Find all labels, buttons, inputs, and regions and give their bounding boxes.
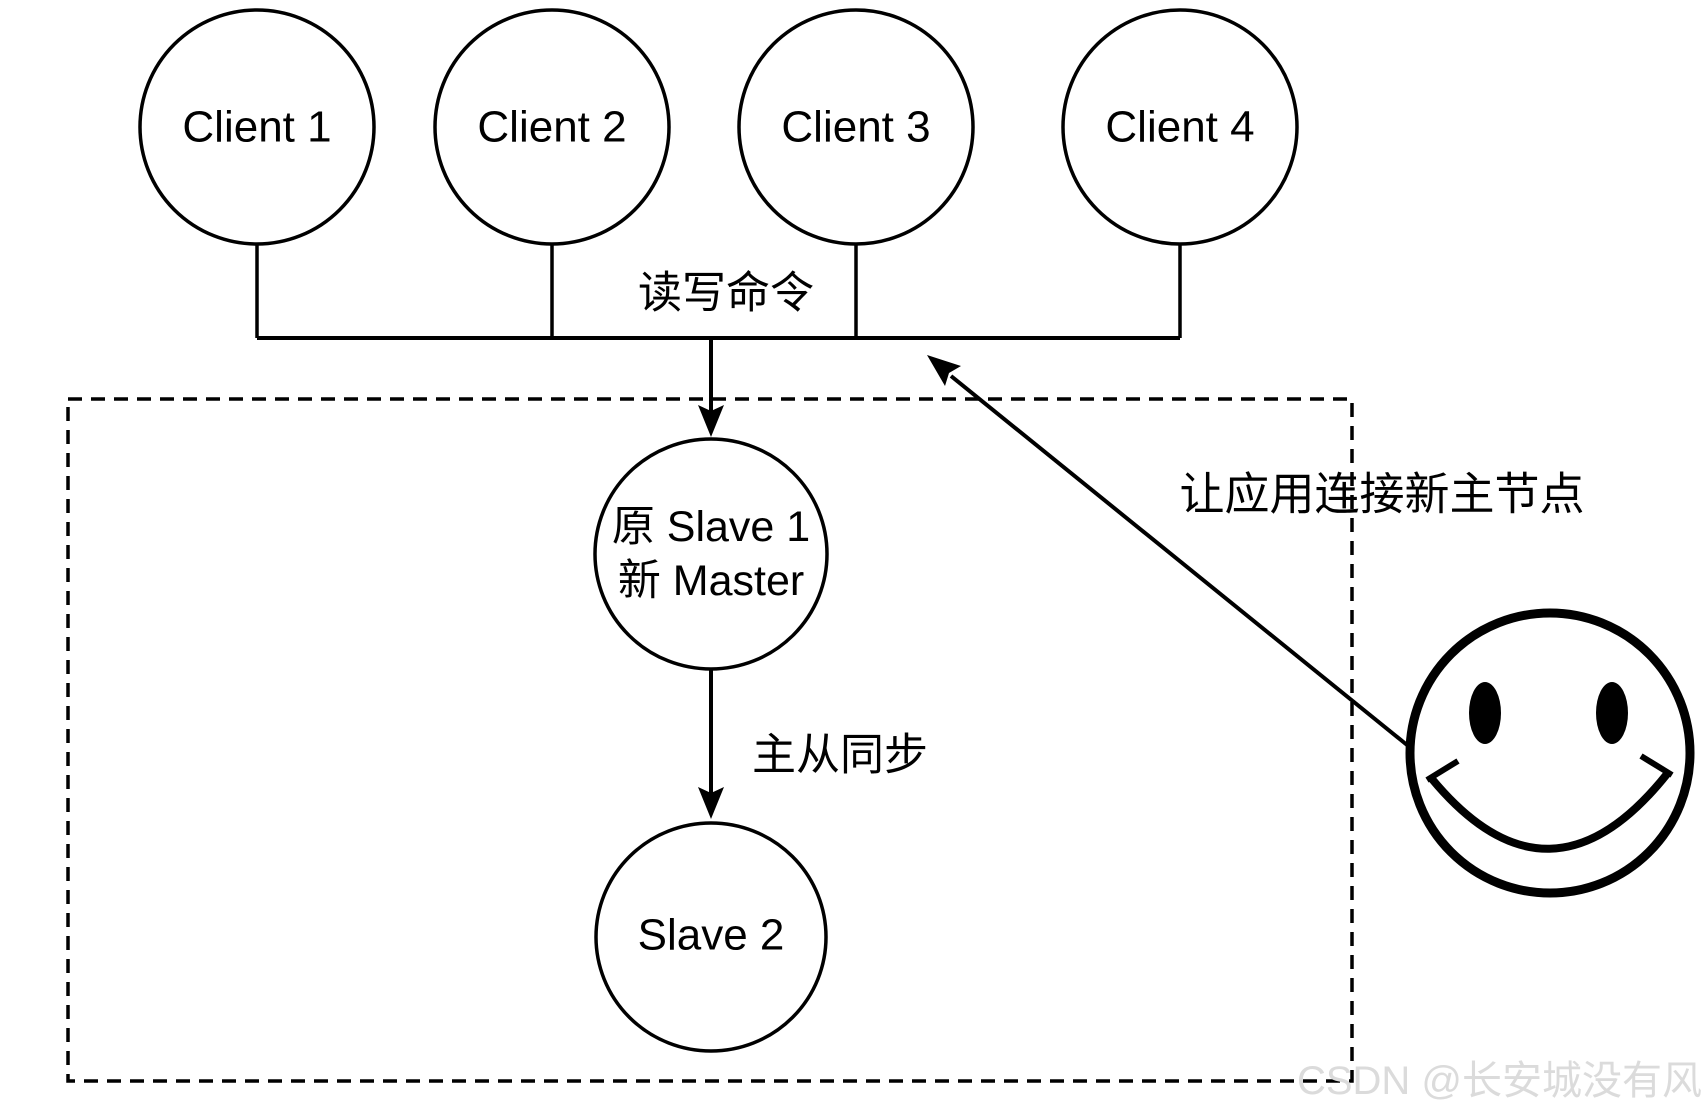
arrow-master-to-slave-icon (698, 669, 724, 819)
watermark-text: CSDN @长安城没有风 (1297, 1059, 1702, 1103)
client-2-label: Client 2 (477, 103, 626, 152)
client-3-label: Client 3 (781, 103, 930, 152)
client-1-label: Client 1 (182, 103, 331, 152)
client-node-3: Client 3 (737, 8, 975, 246)
client-bus (255, 244, 1182, 340)
master-slave-sync-label: 主从同步 (752, 731, 928, 780)
smiley-right-eye (1596, 682, 1628, 744)
client-node-4: Client 4 (1061, 8, 1299, 246)
smiley-left-eye (1469, 682, 1501, 744)
smiley-smile-right-tick (1639, 753, 1674, 778)
slave-2-label: Slave 2 (638, 911, 785, 960)
new-master-label-line1: 原 Slave 1 (612, 503, 810, 551)
new-master-circle (593, 437, 829, 671)
read-write-commands-label: 读写命令 (638, 269, 814, 318)
client-node-1: Client 1 (138, 8, 376, 246)
replication-group-box (66, 397, 1354, 1083)
arrow-smiley-to-bus-icon (927, 355, 1414, 751)
slave-2-circle (594, 821, 828, 1053)
client-node-2: Client 2 (433, 8, 671, 246)
client-4-label: Client 4 (1105, 103, 1254, 152)
smiley-smile (1428, 771, 1671, 853)
smiley-smile-left-tick (1425, 758, 1460, 783)
new-master-node: 原 Slave 1 新 Master (593, 437, 829, 671)
arrow-bus-to-master-icon (698, 338, 724, 437)
new-master-label-line2: 新 Master (618, 557, 804, 605)
reconnect-note-label: 让应用连接新主节点 (1179, 469, 1584, 520)
smiley-face-icon (1405, 608, 1695, 898)
slave-2-node: Slave 2 (594, 821, 828, 1053)
